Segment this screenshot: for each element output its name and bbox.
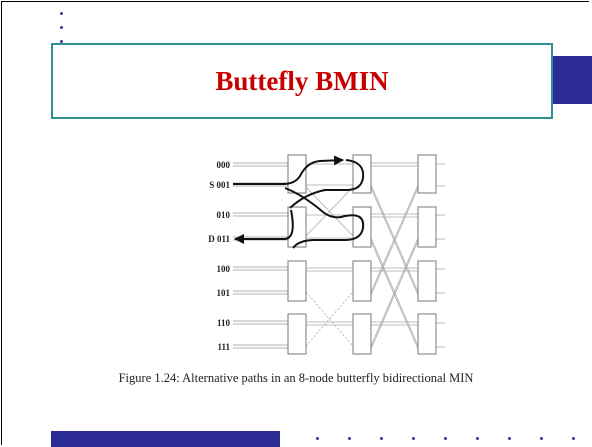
switch-s1-2 — [287, 260, 307, 302]
node-label-110: 110 — [217, 318, 231, 328]
switch-s2-2 — [352, 260, 372, 302]
node-label-d011: D 011 — [208, 234, 230, 244]
switch-s1-0 — [287, 154, 307, 194]
footer-accent-bar — [51, 431, 280, 447]
node-label-000: 000 — [217, 160, 231, 170]
input-links — [233, 162, 288, 349]
node-label-010: 010 — [217, 210, 231, 220]
title-box: Buttefly BMIN — [51, 43, 553, 119]
output-stubs — [436, 163, 445, 348]
figure-caption: Figure 1.24: Alternative paths in an 8-n… — [118, 371, 474, 385]
node-label-111: 111 — [217, 342, 230, 352]
switch-s3-2 — [417, 260, 437, 302]
node-label-100: 100 — [217, 264, 231, 274]
switch-s2-3 — [352, 313, 372, 355]
path-s-upper — [233, 155, 344, 185]
path-d-return — [234, 209, 294, 244]
switch-s3-0 — [417, 154, 437, 194]
switch-s1-3 — [287, 313, 307, 355]
stage1-stage2-links — [305, 163, 354, 347]
stage2-stage3-links — [370, 162, 419, 350]
switch-s3-1 — [417, 206, 437, 248]
switch-s2-1 — [352, 206, 372, 248]
node-label-s001: S 001 — [209, 180, 230, 190]
node-label-101: 101 — [217, 288, 231, 298]
alternative-paths — [233, 155, 365, 249]
butterfly-network-diagram: 000 S 001 010 D 011 100 101 110 111 — [208, 154, 445, 355]
path-loop-upper — [289, 159, 365, 209]
path-loop-lower — [284, 187, 365, 249]
slide-title: Buttefly BMIN — [215, 65, 389, 96]
butterfly-bmin-figure: 000 S 001 010 D 011 100 101 110 111 — [195, 150, 455, 360]
decorative-dots-bottom — [310, 437, 592, 441]
switch-s3-3 — [417, 313, 437, 355]
title-accent-block — [553, 56, 592, 104]
decorative-dots-top — [60, 10, 64, 50]
